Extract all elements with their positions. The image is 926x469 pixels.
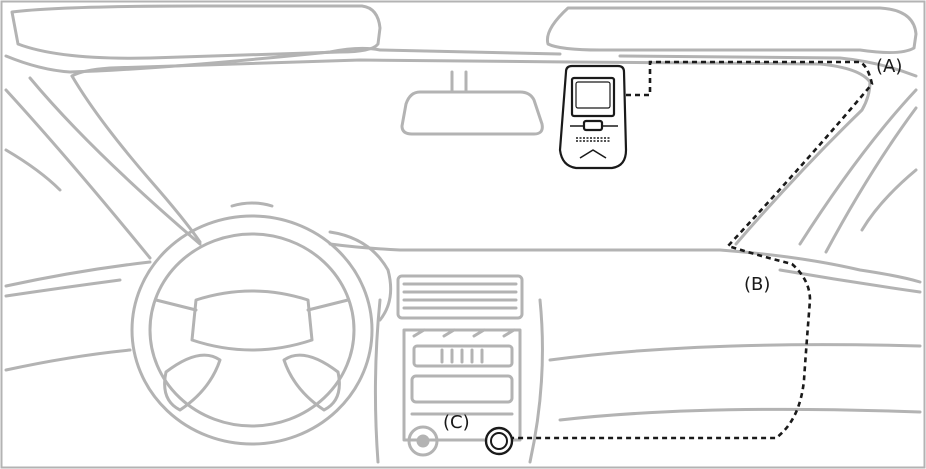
- left-lower-dash: [4, 348, 132, 372]
- console-right-edge: [528, 298, 544, 464]
- dashcam-speaker-grille: [576, 137, 610, 142]
- glovebox-line: [558, 407, 922, 422]
- left-door-line: [4, 148, 62, 192]
- dashcam: [558, 64, 628, 170]
- steering-wheel-hub: [190, 289, 314, 352]
- right-a-pillar-inner: [824, 106, 918, 254]
- dashcam-button: [582, 119, 604, 132]
- car-interior-lines: [4, 4, 922, 464]
- dashcam-screen: [570, 76, 616, 118]
- dash-top: [328, 242, 922, 284]
- left-a-pillar-outer: [28, 76, 202, 246]
- dash-line-left: [4, 278, 122, 298]
- mirror-stem: [450, 70, 468, 94]
- radio-button-row: [412, 344, 514, 368]
- cd-slot: [410, 374, 514, 404]
- dash-top-left: [4, 260, 152, 288]
- instrument-hood: [328, 230, 393, 322]
- power-socket: [484, 426, 514, 456]
- label-a: (A): [876, 56, 903, 77]
- dashcam-chevron: [579, 149, 607, 159]
- power-plug: [490, 432, 508, 450]
- steering-wheel-top-notch: [230, 201, 274, 208]
- label-b: (B): [744, 274, 771, 295]
- right-lower-dash: [548, 343, 922, 362]
- right-sun-visor: [545, 6, 918, 55]
- steering-wheel-right-spoke: [282, 353, 341, 412]
- left-a-pillar-inner: [4, 88, 152, 260]
- right-door-line: [860, 168, 918, 232]
- dash-line-right: [778, 268, 922, 294]
- steering-wheel-left-spoke: [163, 353, 222, 412]
- center-vent-frame: [396, 274, 524, 320]
- steering-wheel-outer: [130, 214, 374, 446]
- left-sun-visor: [10, 4, 382, 60]
- aux-socket: [407, 425, 439, 457]
- rear-view-mirror: [400, 90, 544, 136]
- dashcam-screen-inner: [575, 81, 611, 109]
- headliner-right: [618, 54, 918, 78]
- aux-socket-center: [416, 434, 430, 448]
- radio-buttons: [440, 348, 484, 364]
- windshield-top: [70, 58, 872, 246]
- console-left-edge: [373, 298, 382, 464]
- power-cable-route: [502, 60, 874, 440]
- hazard-bar: [412, 328, 516, 338]
- steering-wheel-inner: [148, 232, 356, 428]
- windshield-left-edge: [70, 74, 202, 244]
- right-a-pillar-outer: [798, 88, 918, 246]
- label-c: (C): [443, 412, 470, 433]
- center-vent-slats: [402, 282, 518, 310]
- steering-wheel-upper-spokes: [154, 298, 350, 312]
